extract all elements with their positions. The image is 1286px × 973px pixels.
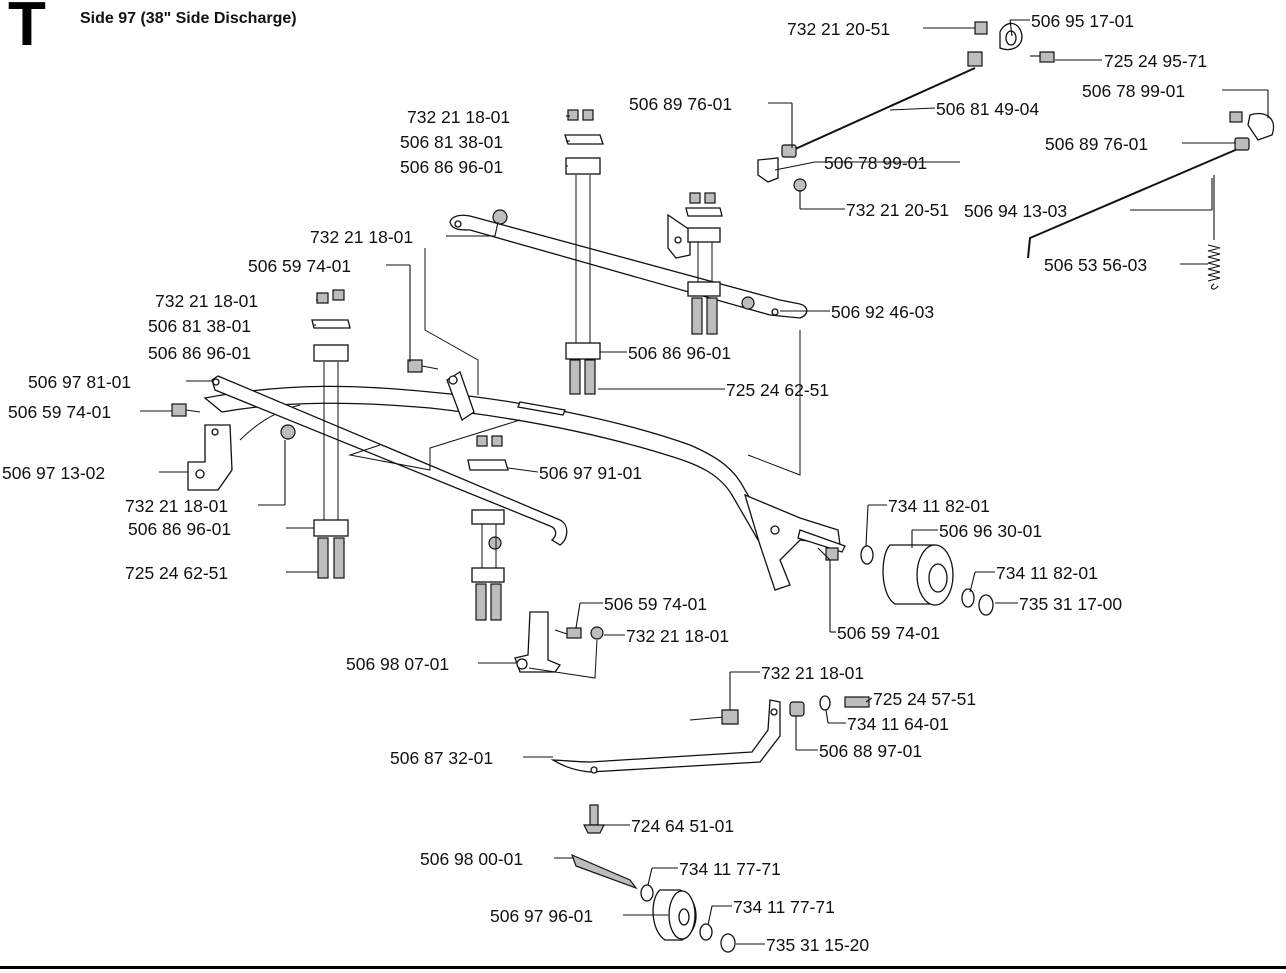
- part-label: 506 81 49-04: [936, 99, 1039, 119]
- part-label: 735 31 15-20: [766, 935, 869, 955]
- part-label: 734 11 77-71: [733, 897, 835, 917]
- part-label: 732 21 18-01: [761, 663, 864, 683]
- part-label: 506 96 30-01: [939, 521, 1042, 541]
- cross-bracket: [550, 699, 781, 773]
- part-label: 732 21 20-51: [846, 200, 949, 220]
- part-label: 506 78 99-01: [824, 153, 927, 173]
- part-label: 506 89 76-01: [1045, 134, 1148, 154]
- part-label: 734 11 77-71: [679, 859, 781, 879]
- part-label: 734 11 64-01: [847, 714, 949, 734]
- deck-roller: [860, 544, 994, 616]
- part-label: 506 97 96-01: [490, 906, 593, 926]
- part-label: 725 24 95-71: [1104, 51, 1207, 71]
- part-label: 506 86 96-01: [628, 343, 731, 363]
- top-linkage: [757, 21, 1275, 290]
- part-label: 506 94 13-03: [964, 201, 1067, 221]
- part-label: 506 95 17-01: [1031, 11, 1134, 31]
- part-label: 732 21 18-01: [125, 496, 228, 516]
- part-label: 725 24 57-51: [873, 689, 976, 709]
- part-label: 506 97 81-01: [28, 372, 131, 392]
- section-letter: T: [8, 0, 46, 59]
- clamp-stack-front: [467, 435, 509, 621]
- part-label: 506 97 91-01: [539, 463, 642, 483]
- part-label: 732 21 20-51: [787, 19, 890, 39]
- part-label: 732 21 18-01: [407, 107, 510, 127]
- part-label: 734 11 82-01: [888, 496, 990, 516]
- part-label: 506 87 32-01: [390, 748, 493, 768]
- part-label: 735 31 17-00: [1019, 594, 1122, 614]
- part-label: 732 21 18-01: [626, 626, 729, 646]
- part-labels: 732 21 20-51 506 95 17-01 725 24 95-71 5…: [2, 11, 1207, 955]
- rear-yoke: [743, 493, 841, 591]
- part-label: 506 86 96-01: [400, 157, 503, 177]
- hardware-bolts: [171, 209, 839, 640]
- clamp-stack-right: [685, 192, 723, 335]
- part-label: 506 59 74-01: [604, 594, 707, 614]
- page-title: Side 97 (38" Side Discharge): [80, 10, 297, 27]
- left-bracket: [187, 424, 233, 491]
- part-label: 725 24 62-51: [726, 380, 829, 400]
- part-label: 506 97 13-02: [2, 463, 105, 483]
- part-label: 506 53 56-03: [1044, 255, 1147, 275]
- part-label: 506 98 07-01: [346, 654, 449, 674]
- part-label: 506 59 74-01: [837, 623, 940, 643]
- part-label: 506 98 00-01: [420, 849, 523, 869]
- part-label: 732 21 18-01: [310, 227, 413, 247]
- clamp-stack-center: [564, 109, 604, 395]
- part-label: 506 92 46-03: [831, 302, 934, 322]
- part-label: 506 88 97-01: [819, 741, 922, 761]
- part-label: 732 21 18-01: [155, 291, 258, 311]
- clamp-stack-left: [311, 289, 351, 579]
- part-label: 506 86 96-01: [148, 343, 251, 363]
- part-label: 725 24 62-51: [125, 563, 228, 583]
- part-label: 734 11 82-01: [996, 563, 1098, 583]
- part-label: 506 89 76-01: [629, 94, 732, 114]
- part-label: 506 59 74-01: [8, 402, 111, 422]
- front-hanger-rod: [211, 375, 568, 546]
- part-label: 506 59 74-01: [248, 256, 351, 276]
- leader-lines: [140, 19, 1269, 945]
- part-label: 724 64 51-01: [631, 816, 734, 836]
- small-wheel: [570, 853, 736, 953]
- bottom-rule: [0, 966, 1286, 969]
- part-label: 506 78 99-01: [1082, 81, 1185, 101]
- part-label: 506 81 38-01: [400, 132, 503, 152]
- part-label: 506 81 38-01: [148, 316, 251, 336]
- part-label: 506 86 96-01: [128, 519, 231, 539]
- drawing-parts: [171, 21, 1275, 953]
